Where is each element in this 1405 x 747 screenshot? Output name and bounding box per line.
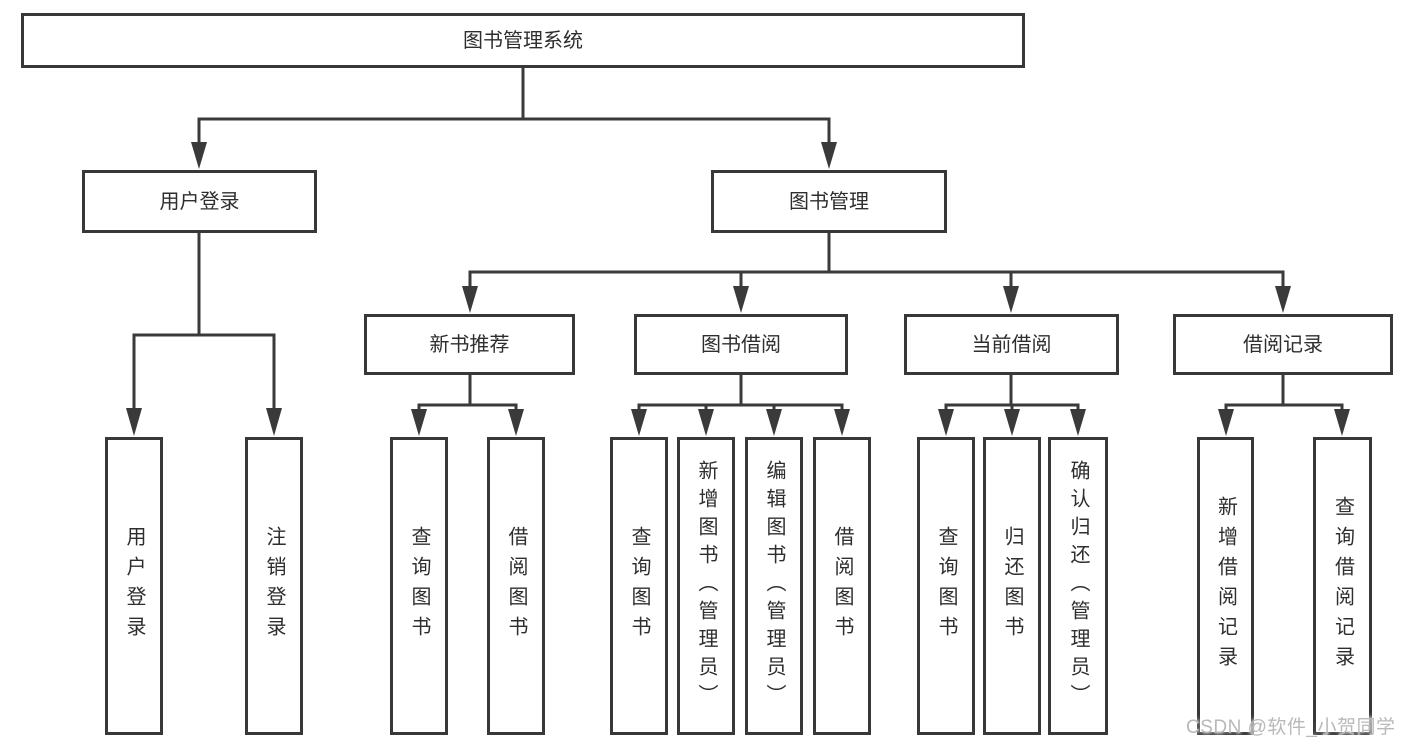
leaf-add-books-admin: 新增图书（管理员）: [677, 437, 735, 735]
node-user-login: 用户登录: [82, 170, 317, 233]
connector-borrow-records: [1218, 373, 1350, 436]
csdn-watermark: CSDN @软件_小贺同学: [1186, 717, 1396, 738]
leaf-add-borrow-record: 新增借阅记录: [1197, 437, 1254, 735]
node-new-book-recommend: 新书推荐: [364, 314, 575, 375]
connector-user-login: [126, 231, 282, 436]
leaf-edit-books-admin: 编辑图书（管理员）: [745, 437, 803, 735]
node-current-borrowing: 当前借阅: [904, 314, 1119, 375]
leaf-borrow-books: 借阅图书: [813, 437, 871, 735]
leaf-query-borrow-record: 查询借阅记录: [1313, 437, 1372, 735]
leaf-query-books-borrowing: 查询图书: [610, 437, 668, 735]
leaf-query-books-current: 查询图书: [917, 437, 975, 735]
node-system-root: 图书管理系统: [21, 13, 1025, 68]
node-book-borrowing: 图书借阅: [634, 314, 848, 375]
leaf-borrow-books-recommend: 借阅图书: [487, 437, 545, 735]
connector-root: [191, 66, 837, 169]
leaf-query-books-recommend: 查询图书: [390, 437, 448, 735]
leaf-return-books: 归还图书: [983, 437, 1041, 735]
leaf-user-login: 用户登录: [105, 437, 163, 735]
connector-book-borrowing: [631, 373, 850, 436]
connector-book-management: [462, 231, 1291, 313]
connector-current-borrowing: [938, 373, 1086, 436]
leaf-confirm-return-admin: 确认归还（管理员）: [1048, 437, 1108, 735]
node-borrow-records: 借阅记录: [1173, 314, 1393, 375]
connector-new-book-recommend: [411, 373, 524, 436]
node-book-management: 图书管理: [711, 170, 947, 233]
leaf-logout: 注销登录: [245, 437, 303, 735]
